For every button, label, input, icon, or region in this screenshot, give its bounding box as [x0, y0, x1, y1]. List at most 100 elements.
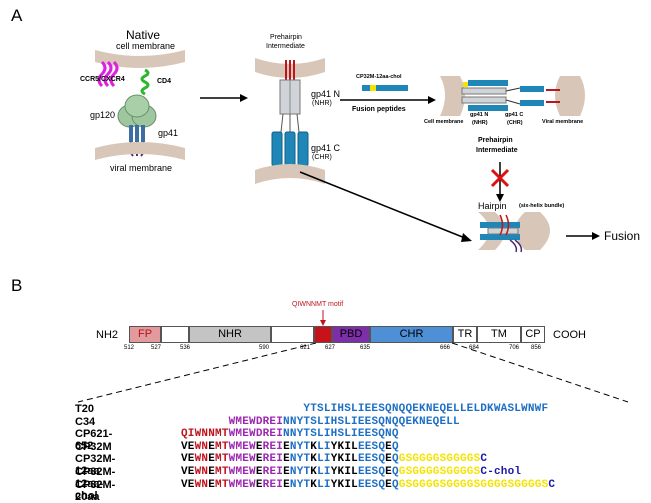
- sequence-segment: MT: [215, 440, 229, 453]
- pos-536: 536: [180, 345, 191, 351]
- panel-a-letter: A: [11, 6, 23, 25]
- pos-635: 635: [360, 345, 371, 351]
- sequence-segment: VE: [181, 466, 195, 478]
- sequence-segment: Q: [391, 478, 399, 491]
- prehairpin-viral-membrane: [255, 164, 325, 184]
- domain-fp: FP: [129, 326, 161, 343]
- cooh-label: COOH: [553, 329, 586, 341]
- sequence-segment: E: [255, 466, 263, 478]
- sequence-segment: E: [283, 440, 290, 453]
- receptor-label: CCR5/CXCR4: [80, 76, 125, 83]
- native-viral-membrane-label: viral membrane: [110, 163, 173, 173]
- sequence-segment: NYT: [289, 440, 311, 453]
- domain-pbd: PBD: [332, 326, 370, 343]
- pos-666: 666: [440, 345, 451, 351]
- gp41-label: gp41: [158, 128, 179, 138]
- sequence-segment: Q: [391, 453, 399, 466]
- blocked-gp41c-2: (CHR): [507, 120, 523, 126]
- gp41-stalk: [129, 125, 145, 142]
- sequence-segment: E: [283, 453, 290, 466]
- blocked-gp41c-1: gp41 C: [505, 112, 524, 118]
- sequence-segment: E: [255, 453, 263, 466]
- domain-linker-1: [161, 326, 189, 343]
- sequence-segment: E: [283, 466, 290, 478]
- sequence-segment: E: [385, 453, 392, 466]
- chr-helices: [271, 131, 309, 167]
- blocked-gp41n-1: gp41 N: [470, 112, 489, 118]
- sequence-segment: EESQ: [357, 478, 386, 491]
- peptide-name: T20: [75, 403, 94, 415]
- receptor-coil: [97, 60, 119, 88]
- prehairpin-gp41c-1: gp41 C: [311, 143, 341, 153]
- prehairpin-gp41n-2: (NHR): [312, 100, 332, 107]
- peptide-sequence: VEWNEMTWMEWEREIENYTKLIYKILEESQEQGSGGGGSG…: [181, 453, 487, 465]
- pos-621: 621: [300, 345, 311, 351]
- gp120-trimer: [117, 94, 157, 128]
- blocked-complex: [461, 80, 560, 111]
- sequence-segment: K: [310, 440, 318, 453]
- peptide-name: CP621-652: [75, 428, 113, 453]
- sequence-segment: NYT: [289, 466, 311, 478]
- peptide-sequence: WMEWDREINNYTSLIHSLIEESQNQQEKNEQELL: [181, 416, 460, 428]
- peptide-name: CP32M-12aa: [75, 453, 116, 478]
- sequence-segment: LI: [317, 440, 331, 453]
- sequence-segment: C-chol: [480, 466, 522, 478]
- sequence-segment: YKIL: [330, 478, 358, 491]
- sequence-segment: E: [385, 440, 392, 453]
- sequence-segment: YTSLIHSLIEESQNQQEKNEQELLELDKWASLWNWF: [303, 403, 549, 415]
- sequence-segment: Q: [391, 440, 399, 453]
- sequence-segment: WN: [194, 466, 209, 478]
- sequence-segment: WN: [194, 478, 209, 491]
- sequence-segment: MT: [215, 453, 229, 466]
- motif-label: QIWNNMT motif: [292, 301, 344, 308]
- sequence-segment: E: [385, 478, 392, 491]
- sequence-segment: C: [548, 478, 556, 491]
- sequence-segment: GSGGGGSGGGGS: [398, 466, 481, 478]
- motif-arrow: [320, 310, 326, 326]
- gp120-label: gp120: [90, 110, 116, 120]
- sequence-segment: K: [310, 466, 318, 478]
- sequence-segment: K: [310, 453, 318, 466]
- sequence-segment: MT: [215, 466, 229, 478]
- sequence-segment: EESQ: [357, 453, 386, 466]
- domain-cp: CP: [521, 326, 545, 343]
- domain-chr: CHR: [370, 326, 453, 343]
- sequence-segment: REI: [262, 478, 284, 491]
- sequence-segment: WMEW: [228, 466, 256, 478]
- sequence-segment: YKIL: [330, 453, 358, 466]
- prehairpin-title-1: Prehairpin: [270, 34, 302, 41]
- sequence-segment: WMEW: [228, 478, 256, 491]
- panel-b-letter: B: [11, 276, 23, 295]
- pos-706: 706: [509, 345, 520, 351]
- sequence-segment: WMEWDREI: [228, 415, 284, 428]
- blocked-gp41n-2: (NHR): [472, 120, 488, 126]
- domain-tm: TM: [477, 326, 521, 343]
- sequence-segment: E: [208, 453, 216, 466]
- sequence-segment: Q: [391, 466, 399, 478]
- peptide-sequence: VEWNEMTWMEWEREIENYTKLIYKILEESQEQGSGGGGSG…: [181, 479, 555, 491]
- sequence-segment: NNYTSLIHSLIEESQNQQEKNEQELL: [283, 415, 460, 428]
- cd4-coil: [140, 68, 150, 96]
- prehairpin-gp41n-1: gp41 N: [311, 89, 341, 99]
- sequence-segment: VE: [181, 478, 195, 491]
- peptide-sequence: YTSLIHSLIEESQNQQEKNEQELLELDKWASLWNWF: [181, 403, 548, 415]
- fusion-label: Fusion: [604, 229, 641, 243]
- sequence-segment: MT: [215, 478, 229, 491]
- sequence-segment: K: [310, 478, 318, 491]
- sequence-segment: E: [255, 478, 263, 491]
- domain-tr: TR: [453, 326, 477, 343]
- nh2-label: NH2: [96, 329, 119, 341]
- peptide-sequence: QIWNNMTWMEWDREINNYTSLIHSLIEESQNQ: [181, 428, 399, 440]
- cd4-label: CD4: [157, 78, 172, 85]
- fusion-peptides-label: Fusion peptides: [352, 106, 406, 113]
- peptide-label: CP32M-12aa-chol: [356, 74, 402, 80]
- hairpin-title: Hairpin: [478, 201, 507, 211]
- native-cell-membrane: [95, 50, 185, 68]
- sequence-segment: GSGGGGSGGGGS: [398, 453, 481, 466]
- sequence-segment: GSGGGGSGGGGSGGGGSGGGGS: [398, 478, 549, 491]
- native-cell-membrane-label: cell membrane: [116, 41, 176, 51]
- sequence-segment: LI: [317, 453, 331, 466]
- pos-512: 512: [124, 345, 135, 351]
- sequence-segment: NYT: [289, 453, 311, 466]
- sequence-segment: E: [208, 440, 216, 453]
